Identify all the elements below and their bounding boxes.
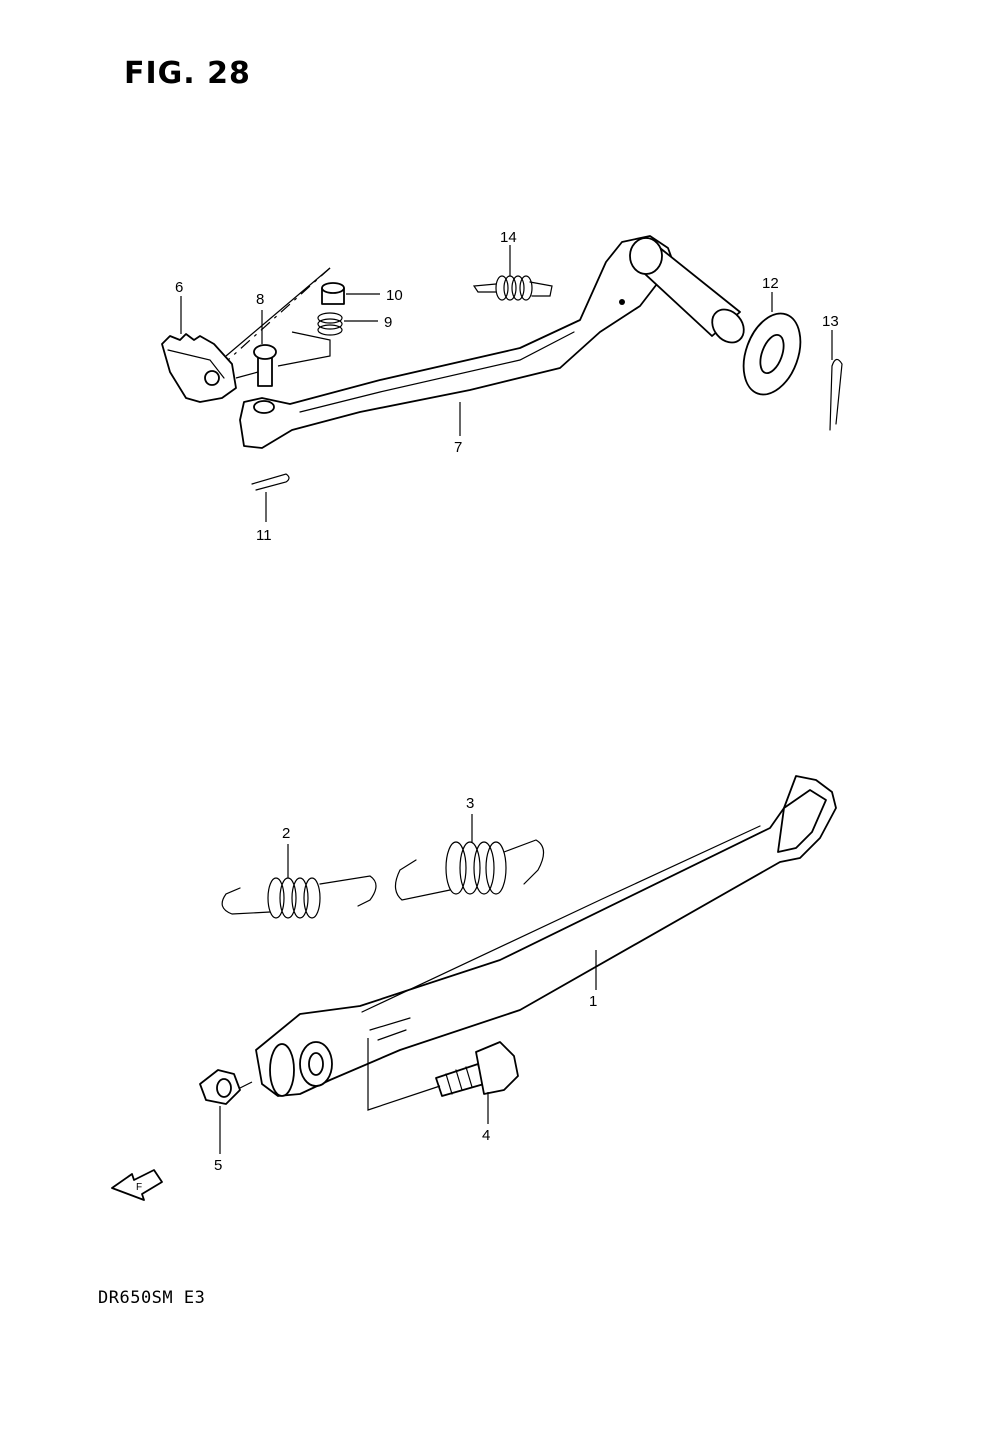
small-spring[interactable] xyxy=(317,312,343,336)
callout-4: 4 xyxy=(482,1127,490,1144)
stand-bolt[interactable] xyxy=(435,1041,519,1097)
cotter-pin-upper[interactable] xyxy=(829,358,843,431)
callout-14: 14 xyxy=(500,229,517,246)
callout-10: 10 xyxy=(386,287,403,304)
stand-spring-small[interactable] xyxy=(221,875,377,919)
pedal-tip[interactable] xyxy=(161,333,237,403)
stand-spring-large[interactable] xyxy=(394,839,545,901)
callout-2: 2 xyxy=(282,825,290,842)
washer[interactable] xyxy=(733,306,811,403)
callout-13: 13 xyxy=(822,313,839,330)
front-arrow-label: F xyxy=(136,1182,142,1193)
callout-11: 11 xyxy=(256,527,272,544)
callout-1: 1 xyxy=(589,993,597,1010)
stand-nut[interactable] xyxy=(199,1069,241,1105)
cotter-pin-lower[interactable] xyxy=(251,473,290,491)
collar[interactable] xyxy=(321,282,345,305)
figure-title: FIG. 28 xyxy=(124,56,251,91)
pedal-return-spring[interactable] xyxy=(472,275,553,301)
callout-12: 12 xyxy=(762,275,779,292)
brake-pedal-arm[interactable] xyxy=(239,235,750,449)
model-code: DR650SM E3 xyxy=(98,1288,206,1308)
callout-9: 9 xyxy=(384,314,392,331)
front-direction-arrow: F xyxy=(111,1169,163,1201)
callout-8: 8 xyxy=(256,291,264,308)
callout-6: 6 xyxy=(175,279,183,296)
callout-3: 3 xyxy=(466,795,474,812)
side-stand[interactable] xyxy=(255,775,837,1097)
clevis-pin[interactable] xyxy=(253,344,277,387)
callout-5: 5 xyxy=(214,1157,222,1174)
callout-7: 7 xyxy=(454,439,462,456)
